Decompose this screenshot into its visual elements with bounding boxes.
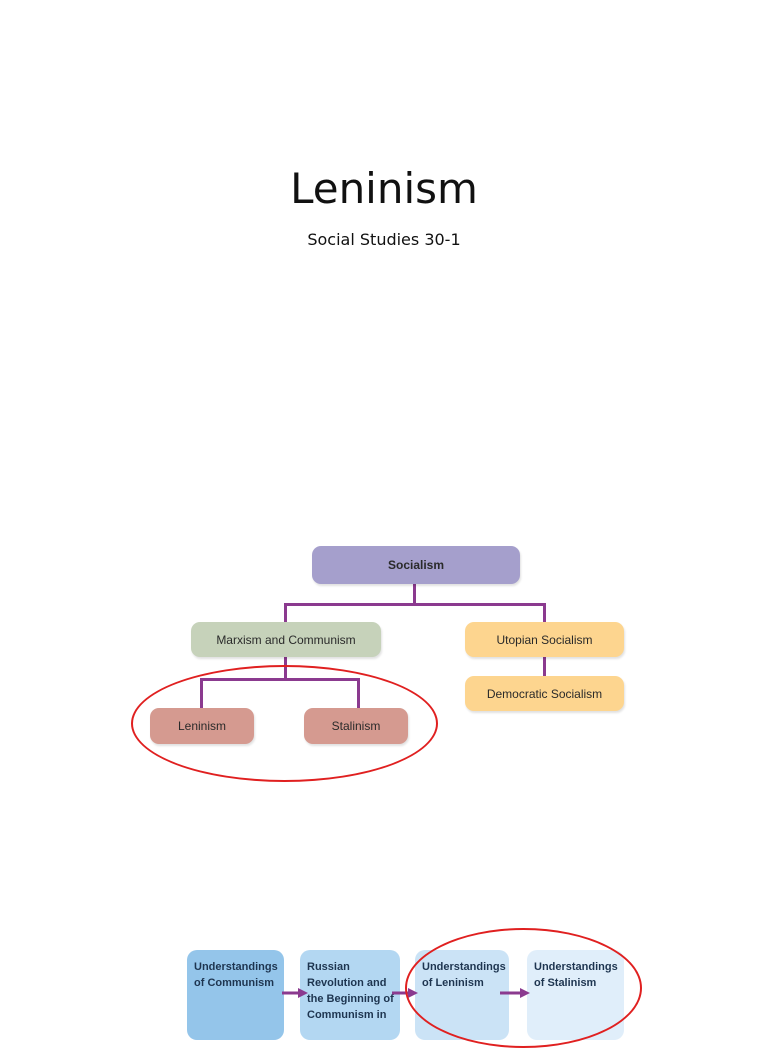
connector-left-branch <box>284 603 287 623</box>
node-socialism: Socialism <box>312 546 520 584</box>
highlight-circle <box>131 665 438 782</box>
connector-top-horizontal <box>284 603 546 606</box>
connector-root-down <box>413 583 416 605</box>
flow-step-russian-revolution: Russian Revolution and the Beginning of … <box>300 950 400 1040</box>
node-marxism-communism: Marxism and Communism <box>191 622 381 657</box>
connector-right-child <box>543 656 546 676</box>
connector-right-branch <box>543 603 546 623</box>
node-utopian-socialism: Utopian Socialism <box>465 622 624 657</box>
flow-step-communism: Understandings of Communism <box>187 950 284 1040</box>
flow-arrow-1 <box>282 988 308 998</box>
slide-subtitle: Social Studies 30-1 <box>307 230 461 249</box>
flow-highlight-circle <box>405 928 642 1048</box>
node-democratic-socialism: Democratic Socialism <box>465 676 624 711</box>
slide-title: Leninism <box>290 164 478 213</box>
